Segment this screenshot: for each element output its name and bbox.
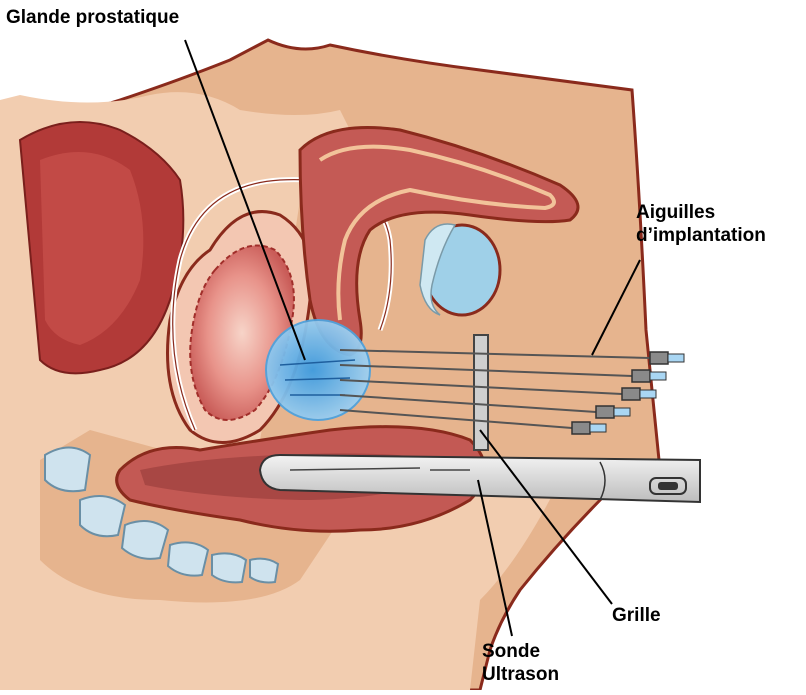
label-grid-text: Grille (612, 604, 661, 627)
label-prostate-text: Glande prostatique (6, 6, 179, 29)
label-probe-line2: Ultrason (482, 663, 559, 686)
label-needles-line2: d’implantation (636, 224, 766, 247)
label-ultrasound-probe: Sonde Ultrason (482, 640, 559, 686)
label-probe-line1: Sonde (482, 640, 559, 663)
label-implant-needles: Aiguilles d’implantation (636, 201, 766, 247)
label-needles-line1: Aiguilles (636, 201, 766, 224)
prostate-gland (266, 320, 370, 420)
label-prostate-gland: Glande prostatique (6, 6, 179, 29)
label-grid: Grille (612, 604, 661, 627)
